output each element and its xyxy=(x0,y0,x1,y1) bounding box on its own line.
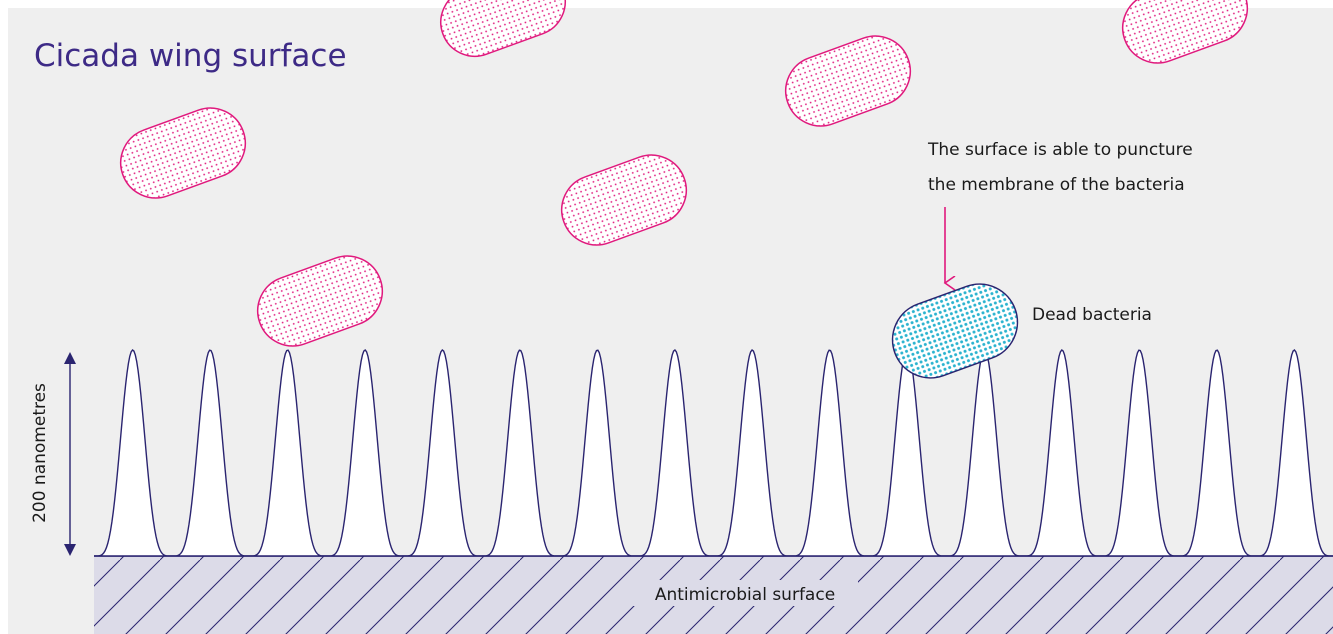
annotation-line-2: the membrane of the bacteria xyxy=(928,175,1185,195)
dead-bacteria-label: Dead bacteria xyxy=(1032,305,1152,325)
diagram-title: Cicada wing surface xyxy=(34,38,347,74)
surface-label: Antimicrobial surface xyxy=(655,585,835,605)
annotation-line-1: The surface is able to puncture xyxy=(927,140,1193,160)
height-label: 200 nanometres xyxy=(30,383,50,523)
